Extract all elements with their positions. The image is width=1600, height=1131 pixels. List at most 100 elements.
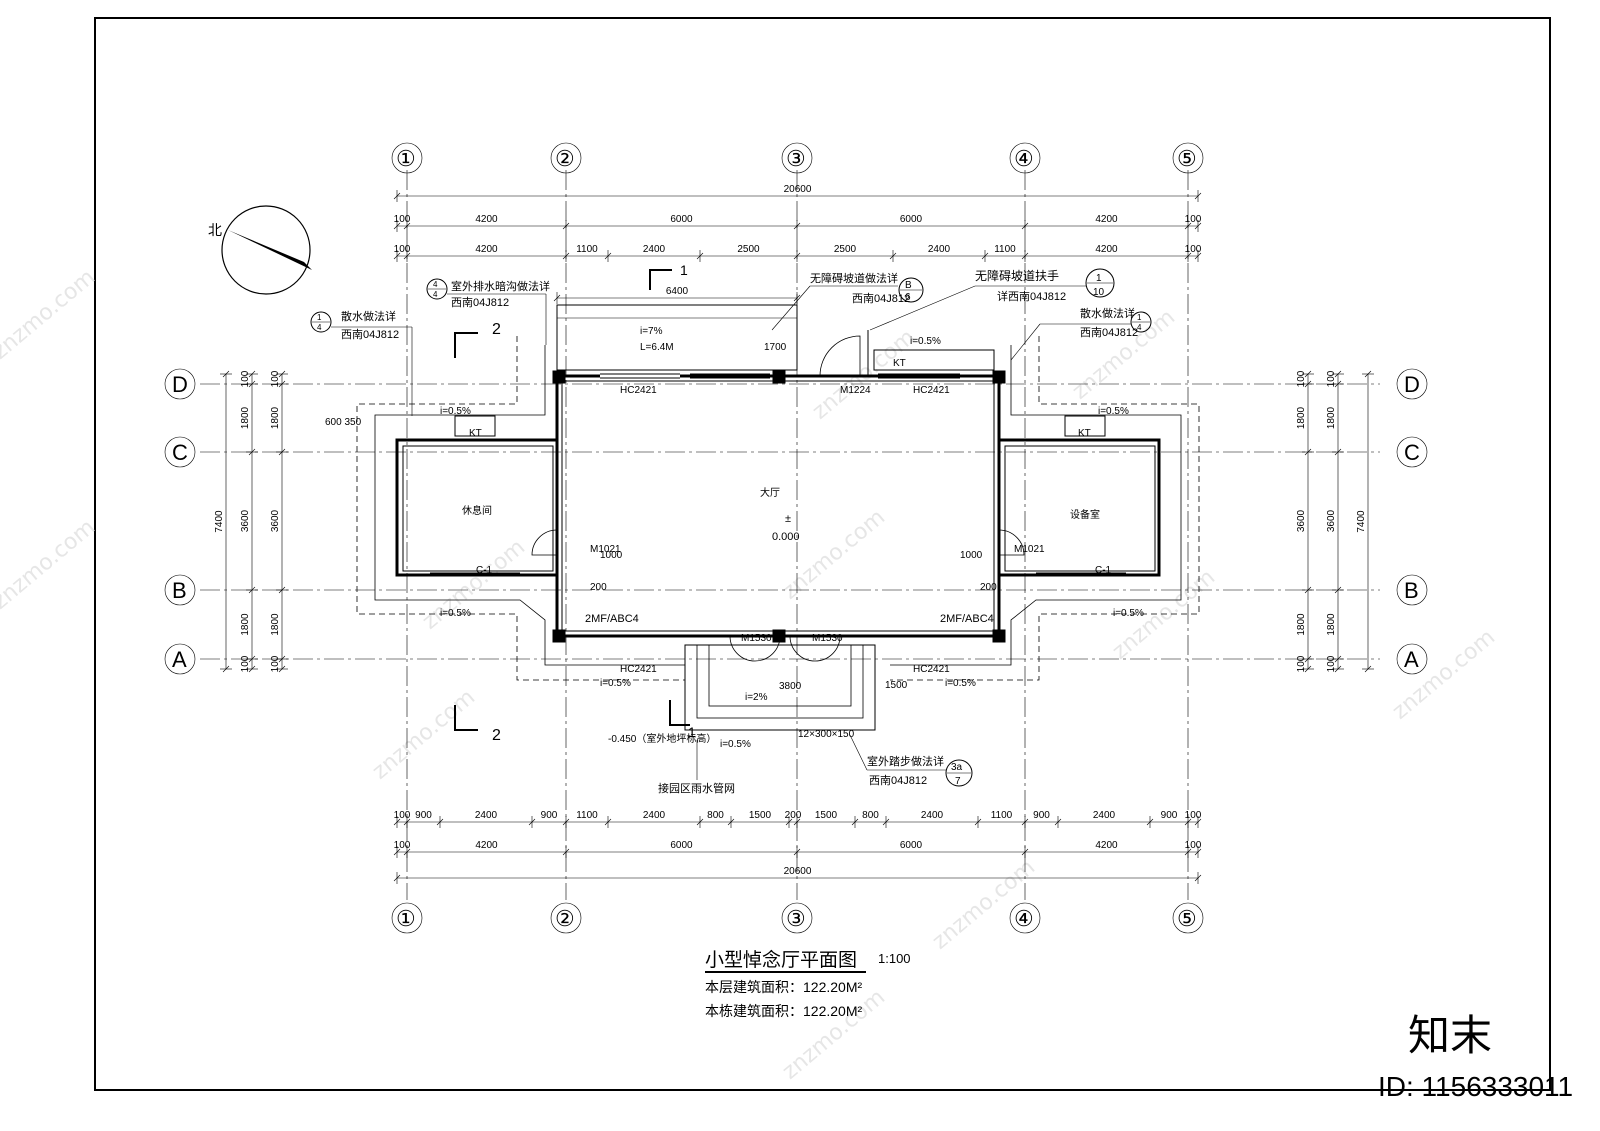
dim-label: 6000 [670,214,693,225]
dim-label: 900 [1161,810,1178,821]
watermark-text: znzmo.com [778,505,890,605]
note-apron-right: 散水做法详 西南04J812 14 [1010,306,1152,361]
building-area: 本栋建筑面积：122.20M² [705,1003,862,1019]
svg-text:10: 10 [1093,287,1105,298]
grid-col-label: ④ [1014,146,1034,171]
watermark-text: znzmo.com [928,855,1040,955]
sheet-border [94,17,1551,1091]
svg-text:4: 4 [1137,323,1142,332]
svg-text:散水做法详: 散水做法详 [1080,306,1135,320]
dim-label: 100 [1296,655,1307,672]
svg-text:B: B [905,280,912,291]
svg-text:西南04J812: 西南04J812 [852,292,910,305]
svg-text:3a: 3a [951,762,963,773]
dim-label: 4200 [1095,214,1118,225]
dim-label: 1100 [576,810,598,821]
dim-1500: 1500 [885,680,908,691]
dim-label: 4200 [475,840,498,851]
grid-row-label: B [172,578,187,603]
dim-label: 100 [1185,214,1202,225]
dim-600-350: 600 350 [325,417,362,428]
dim-label: 1100 [991,810,1013,821]
slope-rest-bottom: i=0.5% [440,608,471,619]
dim-label: 1500 [749,810,772,821]
label-extinguisher-right: 2MF/ABC4 [940,613,994,625]
dim-1700: 1700 [764,342,787,353]
grid-col-label: ③ [786,146,806,171]
dim-label: 1100 [994,244,1016,255]
hall-wall [555,374,1001,638]
label-kt-left: KT [469,428,482,439]
dim-label: 1800 [240,613,251,636]
dim-label: 100 [1326,370,1337,387]
ramp-slope: i=7% [640,326,663,337]
dim-label: 6000 [900,840,923,851]
svg-text:西南04J812: 西南04J812 [451,296,509,309]
dim-label: 100 [1296,370,1307,387]
grid-row-label: C [172,440,188,465]
north-arrow: 北 [208,205,312,295]
watermark-text: znzmo.com [368,685,480,785]
dim-label: 1800 [1296,613,1307,636]
svg-text:1: 1 [317,313,322,322]
dim-label: 6000 [670,840,693,851]
grid-col-label: ⑤ [1177,906,1197,931]
dim-label: 4200 [475,244,498,255]
svg-text:1: 1 [1096,273,1102,284]
grid-row-label: A [172,647,187,672]
slope-entry: i=2% [745,692,768,703]
section-1-top: 1 [680,262,688,278]
level-zero-value: 0.000 [772,531,800,543]
svg-text:4: 4 [317,323,322,332]
grid-row-label: D [172,372,188,397]
dim-label: 2400 [643,810,666,821]
room-hall: 大厅 [760,486,780,499]
dim-label: 1100 [576,244,598,255]
dim-label: 100 [394,214,411,225]
svg-text:西南04J812: 西南04J812 [869,774,927,787]
dim-label: 6000 [900,214,923,225]
ramp-length: L=6.4M [640,342,674,353]
dim-label: 2400 [921,810,944,821]
dim-label: 800 [707,810,724,821]
grid-row-label: C [1404,440,1420,465]
dim-label: 4200 [1095,244,1118,255]
label-kt-top: KT [893,358,906,369]
slope-equip-bottom: i=0.5% [1113,608,1144,619]
slope-rest-top: i=0.5% [440,406,471,417]
id-watermark: ID: 1156333011 [1378,1071,1573,1102]
label-hc-top-right: HC2421 [913,385,950,396]
dim-label: 7400 [214,510,225,533]
svg-text:4: 4 [433,290,438,299]
watermark-text: znzmo.com [0,265,100,365]
watermark-text: znzmo.com [778,985,890,1085]
brand-watermark: 知末 [1408,1012,1492,1059]
dim-label: 4200 [475,214,498,225]
dim-label: 3600 [270,509,281,532]
label-m1224: M1224 [840,385,871,396]
dim-label: 900 [541,810,558,821]
grid-col-label: ② [555,906,575,931]
svg-text:西南04J812: 西南04J812 [1080,326,1138,339]
watermark-text: znzmo.com [1388,625,1500,725]
note-steps: 室外踏步做法详 西南04J812 3a7 [849,734,973,787]
dim-label: 100 [394,810,411,821]
watermark-text: znzmo.com [418,535,530,635]
dim-200-right: 200 [980,582,997,593]
label-kt-right: KT [1078,428,1091,439]
note-handrail: 无障碍坡道扶手 详西南04J812 110 [869,268,1115,331]
title-block: 小型悼念厅平面图 1:100 本层建筑面积：122.20M² 本栋建筑面积：12… [705,948,911,1019]
note-apron-left: 14 散水做法详 西南04J812 [310,309,413,416]
rest-room-wall [395,438,559,577]
note-drain: 44 室外排水暗沟做法详 西南04J812 [426,278,550,345]
dim-label: 2400 [928,244,951,255]
dim-label: 200 [785,810,802,821]
grid-col-label: ② [555,146,575,171]
dim-label: 4200 [1095,840,1118,851]
dim-label: 100 [240,370,251,387]
note-rain: 接园区雨水管网 [658,781,735,795]
dim-label: 7400 [1356,510,1367,533]
dim-label: 100 [1185,840,1202,851]
label-c1-left: C-1 [476,565,493,576]
